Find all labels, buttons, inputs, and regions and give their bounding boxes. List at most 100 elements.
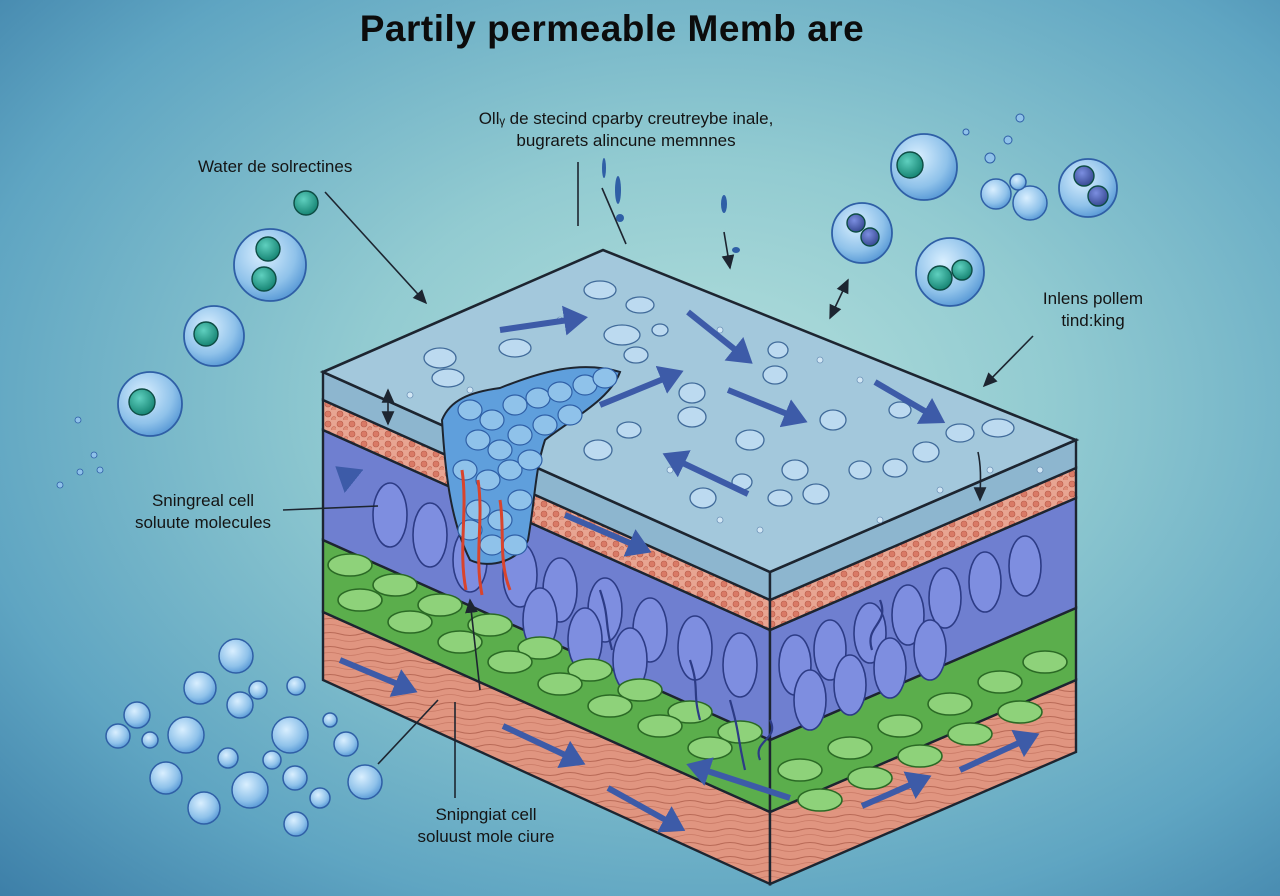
cluster-bubble: [167, 716, 205, 754]
green-cell: [997, 700, 1043, 724]
cluster-bubble: [248, 680, 268, 700]
strand: [757, 719, 774, 761]
surface-droplet: [876, 516, 884, 524]
flow-arrow: [860, 771, 932, 809]
diagram-title: Partily permeable Memb are: [359, 8, 865, 49]
blue-cell: [677, 615, 713, 681]
surface-bubble: [651, 323, 669, 337]
surface-bubble: [981, 418, 1015, 438]
cell-nucleus: [128, 388, 156, 416]
cell-nucleus: [1073, 165, 1095, 187]
tiny-bubble: [74, 416, 82, 424]
green-cell: [977, 670, 1023, 694]
blue-cell: [1008, 535, 1042, 597]
channel-bubble: [502, 534, 528, 556]
surface-bubble: [848, 460, 872, 480]
cluster-bubble: [141, 731, 159, 749]
surface-bubble: [623, 346, 649, 364]
water-drip: [602, 158, 606, 178]
water-drip: [615, 176, 621, 204]
cluster-bubble: [105, 723, 131, 749]
floating-cell: [183, 305, 245, 367]
leader-lines: [282, 162, 1034, 798]
green-cell: [372, 573, 418, 597]
cluster-bubble: [149, 761, 183, 795]
water-drip: [732, 247, 740, 253]
floating-cell: [831, 202, 893, 264]
flow-arrow: [606, 785, 686, 833]
leader-bottom-1: [377, 699, 439, 765]
surface-bubbles: [406, 280, 1044, 534]
surface-bubble: [423, 347, 457, 369]
tiny-bubble: [76, 468, 84, 476]
cell-nucleus: [255, 236, 281, 262]
surface-bubble: [912, 441, 940, 463]
flow-arrow: [499, 305, 588, 336]
surface-droplet: [756, 526, 764, 534]
surface-bubble: [767, 489, 793, 507]
green-cell: [437, 630, 483, 654]
green-cell: [417, 593, 463, 617]
layer-cells: [327, 482, 1068, 812]
red-fiber: [498, 499, 512, 591]
arrow-right-surface: [973, 451, 987, 502]
flow-arrow: [662, 450, 750, 497]
label-bottom: Snipngiat cell soluust mole ciure: [417, 805, 555, 846]
surface-bubble: [583, 439, 613, 461]
blue-cell: [833, 654, 867, 716]
surface-bubble: [735, 429, 765, 451]
cell-nucleus: [927, 265, 953, 291]
floating-cell: [117, 371, 183, 437]
label-mid-left: Sningreal cell soluute molecules: [134, 491, 272, 532]
cell-nucleus: [251, 266, 277, 292]
green-cell: [617, 678, 663, 702]
surface-bubble: [678, 382, 706, 404]
arrow-black-fiber: [465, 598, 481, 691]
leader-drip-1: [601, 187, 627, 245]
channel-bubble: [457, 399, 483, 421]
surface-bubble: [616, 421, 642, 439]
channel-bubble: [507, 424, 533, 446]
strand: [728, 699, 747, 771]
green-cell: [847, 766, 893, 790]
blue-cell: [913, 619, 947, 681]
green-cell: [587, 694, 633, 718]
surface-bubble: [767, 341, 789, 359]
cluster-bubble: [271, 716, 309, 754]
cluster-bubble: [283, 811, 309, 837]
leader-drip-2: [721, 231, 735, 270]
floating-cell: [890, 133, 958, 201]
blue-cell: [891, 584, 925, 646]
surface-droplet: [936, 486, 944, 494]
water-drip: [721, 195, 727, 213]
surface-bubble: [762, 365, 788, 385]
channel-bubble: [479, 409, 505, 431]
channel-bubble: [592, 367, 618, 389]
surface-bubble: [498, 338, 532, 358]
cell-nucleus: [846, 213, 866, 233]
floating-cell: [1058, 158, 1118, 218]
floating-bubbles: [56, 113, 1118, 837]
surface-bubble: [603, 324, 641, 346]
surface-bubble: [677, 406, 707, 428]
channel-bubble: [525, 387, 551, 409]
flow-arrow: [335, 466, 364, 493]
green-cell: [467, 613, 513, 637]
cell-nucleus: [193, 321, 219, 347]
flow-arrow: [338, 657, 418, 697]
channel-bubble: [547, 381, 573, 403]
cluster-bubble: [226, 691, 254, 719]
flow-arrow: [873, 379, 946, 424]
green-cell: [667, 700, 713, 724]
green-cell: [537, 672, 583, 696]
cluster-bubble: [282, 765, 308, 791]
surface-droplet: [986, 466, 994, 474]
surface-bubble: [781, 459, 809, 481]
floating-cell: [915, 237, 985, 307]
strand: [869, 599, 884, 651]
flow-arrow: [501, 723, 586, 768]
water-drip: [616, 214, 624, 222]
green-cell: [877, 714, 923, 738]
channel-bubble: [557, 404, 583, 426]
surface-droplet: [1036, 466, 1044, 474]
